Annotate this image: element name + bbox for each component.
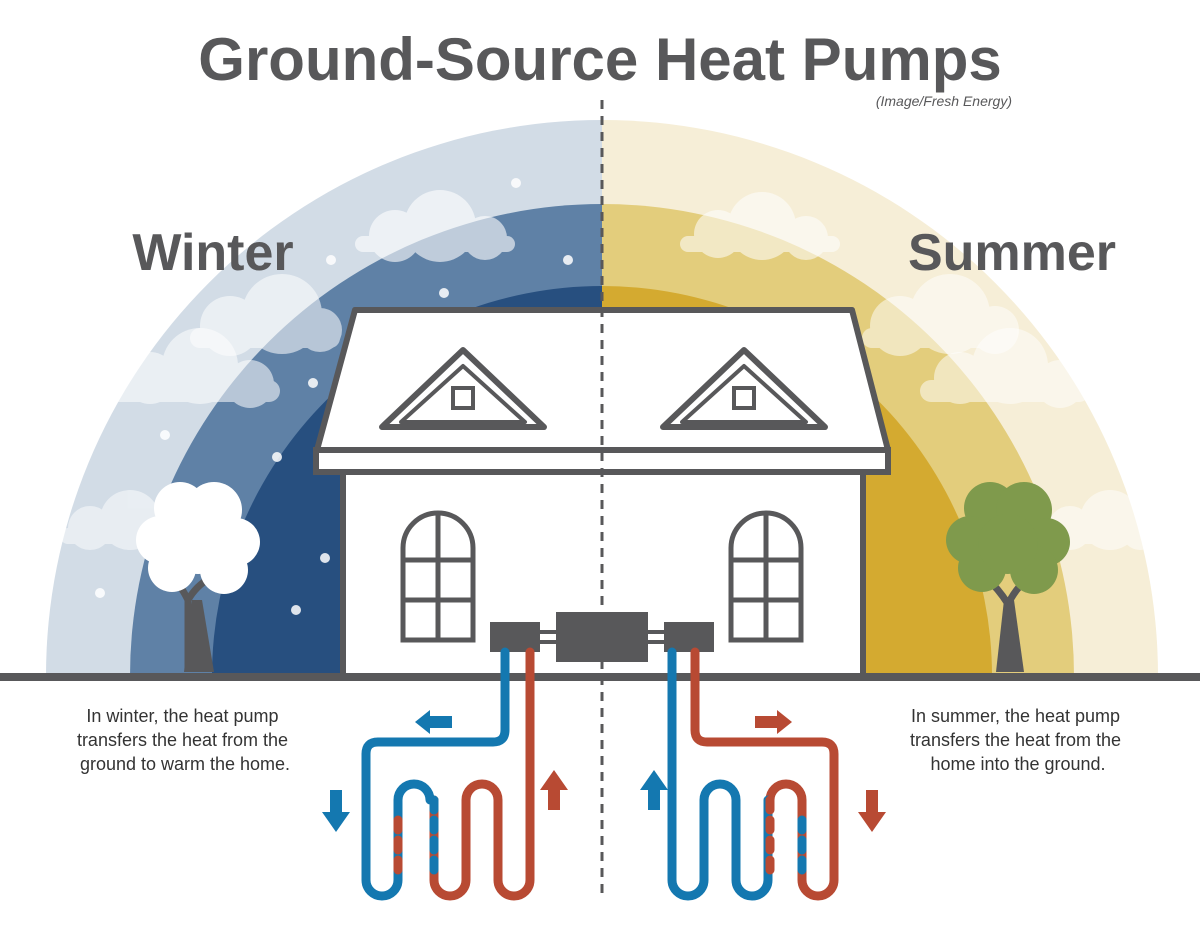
summer-caption: In summer, the heat pump transfers the h…: [910, 706, 1126, 774]
winter-caption-line: transfers the heat from the: [77, 730, 288, 750]
summer-tree: [946, 482, 1070, 672]
winter-ground-loop: [361, 647, 535, 901]
summer-caption-line: In summer, the heat pump: [911, 706, 1120, 726]
winter-label: Winter: [132, 224, 293, 282]
cloud-icon: [920, 328, 1090, 408]
arrow-up-icon: [540, 770, 568, 810]
winter-caption-line: ground to warm the home.: [80, 754, 290, 774]
summer-caption-line: transfers the heat from the: [910, 730, 1121, 750]
summer-label: Summer: [908, 224, 1116, 282]
image-credit: (Image/Fresh Energy): [876, 93, 1012, 109]
arrow-up-icon: [640, 770, 668, 810]
winter-caption-line: In winter, the heat pump: [86, 706, 278, 726]
page-title: Ground-Source Heat Pumps: [198, 26, 1001, 93]
window-right: [728, 510, 804, 643]
window-left: [400, 510, 476, 643]
ground-line: [0, 673, 1200, 681]
cloud-icon: [680, 192, 840, 260]
cloud-icon: [1040, 490, 1158, 550]
dormer-left: [379, 347, 547, 430]
arrow-down-icon: [858, 790, 886, 832]
arrow-down-icon: [322, 790, 350, 832]
snowflakes: [95, 178, 573, 615]
winter-tree: [136, 482, 260, 672]
dormer-right: [660, 347, 828, 430]
summer-ground-loop: [667, 647, 839, 901]
cloud-icon: [100, 328, 280, 408]
house: [313, 307, 891, 680]
winter-caption: In winter, the heat pump transfers the h…: [77, 706, 293, 774]
summer-caption-line: home into the ground.: [930, 754, 1105, 774]
arrow-right-icon: [755, 710, 792, 734]
arrow-left-icon: [415, 710, 452, 734]
cloud-icon: [355, 190, 515, 262]
